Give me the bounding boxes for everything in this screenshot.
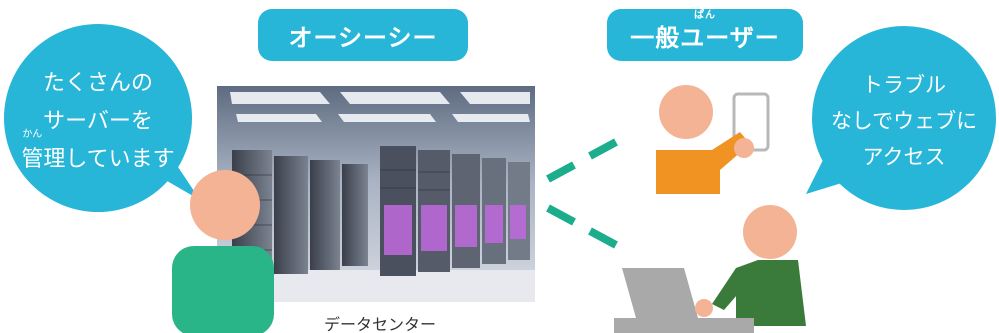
left-bubble-line-3-rest: 理しています [43,147,175,172]
operator-figure [172,170,274,333]
left-bubble-furigana: かん [22,129,43,140]
user-with-tablet [656,85,770,194]
left-bubble-line-3: かん管理しています [21,130,175,179]
organization-label-text: オーシーシー [288,23,438,52]
left-bubble-kanji: 管 [21,147,44,172]
right-bubble-line-3: アクセス [862,145,946,169]
general-user-furigana: ぱん [630,5,780,21]
general-user-main: 一般ユーザー [630,23,780,52]
left-bubble-line-2: サーバーを [43,109,153,134]
right-speech-bubble [806,26,996,210]
connection-lines [546,138,618,249]
user-with-laptop [614,205,806,333]
left-bubble-text-area: たくさんの サーバーを かん管理しています [0,28,196,216]
left-bubble-line-1: たくさんの [42,71,153,96]
general-user-label: ぱん 一般ユーザー [607,5,803,61]
general-user-label-text: ぱん 一般ユーザー [630,5,780,53]
right-bubble-line-2: なしでウェブに [830,109,978,133]
right-bubble-line-1: トラブル [862,73,946,97]
left-speech-bubble [4,24,200,212]
organization-label: オーシーシー [258,9,468,61]
datacenter-caption: データセンター [323,315,436,333]
right-bubble-text-area: トラブル なしでウェブに アクセス [812,28,996,214]
